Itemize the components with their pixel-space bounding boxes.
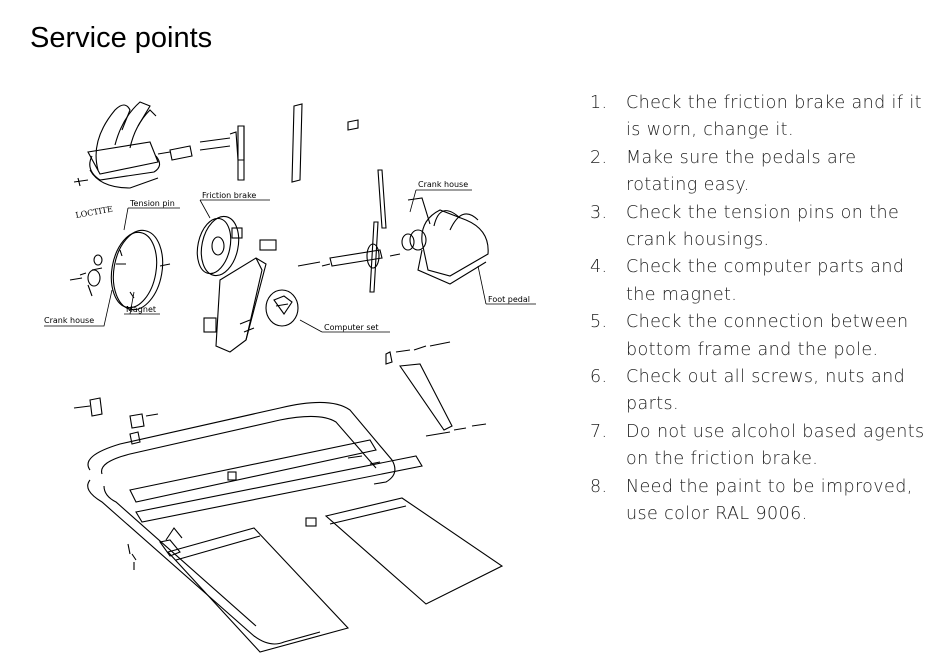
list-item: 8. Need the paint to be improved, use col… bbox=[590, 474, 930, 529]
item-number: 8. bbox=[590, 476, 608, 497]
friction-brake-disc bbox=[196, 215, 240, 277]
item-text: Check the computer parts and the magnet. bbox=[626, 257, 905, 305]
list-item: 7. Do not use alcohol based agents on the… bbox=[590, 419, 930, 474]
flywheel bbox=[110, 229, 164, 311]
list-item: 5. Check the connection between bottom fr… bbox=[590, 309, 930, 364]
item-number: 2. bbox=[590, 147, 608, 168]
right-foot-pedal bbox=[417, 209, 489, 285]
upright-pole bbox=[215, 257, 267, 353]
item-text: Check the tension pins on the crank hous… bbox=[626, 202, 900, 251]
label-magnet: Magnet bbox=[126, 305, 156, 314]
page-title: Service points bbox=[30, 22, 213, 54]
label-friction-brake: Friction brake bbox=[202, 191, 256, 200]
exploded-parts-diagram: LOCTITE Tension pin Friction brake Crank… bbox=[30, 70, 560, 660]
list-item: 4. Check the computer parts and the magne… bbox=[590, 254, 930, 309]
left-foot-pedal bbox=[87, 101, 161, 189]
label-crank-house-right: Crank house bbox=[418, 180, 468, 189]
list-item: 1. Check the friction brake and if it is … bbox=[590, 90, 930, 145]
item-text: Check out all screws, nuts and parts. bbox=[626, 367, 906, 415]
label-tension-pin: Tension pin bbox=[129, 199, 175, 208]
item-text: Do not use alcohol based agents on the f… bbox=[626, 421, 925, 470]
label-computer-set: Computer set bbox=[324, 323, 379, 332]
label-crank-house-left: Crank house bbox=[44, 316, 94, 325]
label-foot-pedal: Foot pedal bbox=[488, 295, 530, 304]
list-item: 2. Make sure the pedals are rotating easy… bbox=[590, 145, 930, 200]
item-number: 4. bbox=[590, 257, 608, 278]
base-frame bbox=[87, 401, 504, 653]
item-text: Make sure the pedals are rotating easy. bbox=[626, 147, 857, 196]
item-number: 3. bbox=[590, 202, 608, 223]
item-number: 6. bbox=[590, 367, 608, 388]
service-points-list: 1. Check the friction brake and if it is … bbox=[590, 90, 930, 529]
label-loctite: LOCTITE bbox=[75, 205, 114, 220]
item-text: Need the paint to be improved, use color… bbox=[626, 476, 913, 525]
callout-leaders bbox=[44, 189, 536, 333]
list-item: 3. Check the tension pins on the crank ho… bbox=[590, 200, 930, 255]
list-item: 6. Check out all screws, nuts and parts. bbox=[590, 364, 930, 419]
item-number: 7. bbox=[590, 421, 608, 442]
item-text: Check the friction brake and if it is wo… bbox=[626, 93, 922, 141]
item-text: Check the connection between bottom fram… bbox=[626, 312, 909, 360]
item-number: 1. bbox=[590, 93, 608, 113]
item-number: 5. bbox=[590, 312, 608, 333]
computer-set bbox=[265, 289, 299, 327]
